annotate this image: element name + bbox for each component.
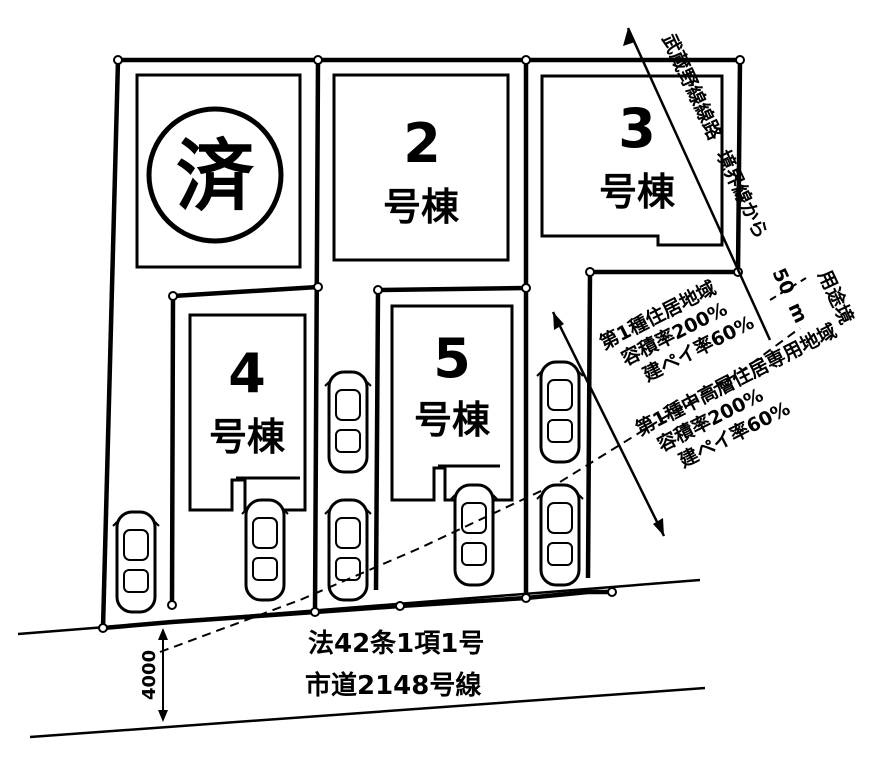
lot-4-number: 4 bbox=[228, 342, 266, 405]
svg-text:m: m bbox=[784, 299, 812, 326]
lot-4-label: 号棟 bbox=[209, 415, 286, 459]
lot-3-number: 3 bbox=[618, 97, 656, 160]
car bbox=[535, 360, 585, 464]
use-district-boundary bbox=[159, 327, 801, 653]
distance-label: 50 m bbox=[767, 265, 811, 327]
sold-mark: 済 bbox=[176, 132, 255, 222]
lot-2-label: 号棟 bbox=[383, 185, 460, 229]
svg-text:用途境: 用途境 bbox=[813, 266, 858, 327]
lot-3-label: 号棟 bbox=[599, 170, 676, 214]
railway-distance-arrow bbox=[623, 27, 772, 341]
lot-5-number: 5 bbox=[433, 327, 471, 390]
road-edge-bottom bbox=[29, 686, 706, 739]
svg-text:50: 50 bbox=[767, 265, 798, 298]
road-law-label: 法42条1項1号 bbox=[308, 629, 484, 659]
use-district-label: 用途境 bbox=[813, 266, 858, 327]
lot-5-label: 号棟 bbox=[414, 398, 491, 442]
corner-markers bbox=[98, 55, 745, 633]
car bbox=[535, 483, 585, 587]
svg-text:武蔵野線線路: 武蔵野線線路 bbox=[657, 30, 726, 144]
car bbox=[449, 483, 499, 587]
lot-2-number: 2 bbox=[403, 112, 441, 175]
road-width: 4000 bbox=[139, 650, 160, 700]
car bbox=[323, 370, 373, 474]
sold-marker: 済 bbox=[146, 106, 284, 244]
building-footprints bbox=[135, 73, 724, 512]
car bbox=[240, 498, 290, 602]
road-width-dimension: 4000 bbox=[139, 628, 168, 722]
road-name-label: 市道2148号線 bbox=[305, 670, 481, 701]
car bbox=[323, 498, 373, 602]
car bbox=[111, 510, 161, 614]
zone-arrow bbox=[551, 311, 666, 537]
